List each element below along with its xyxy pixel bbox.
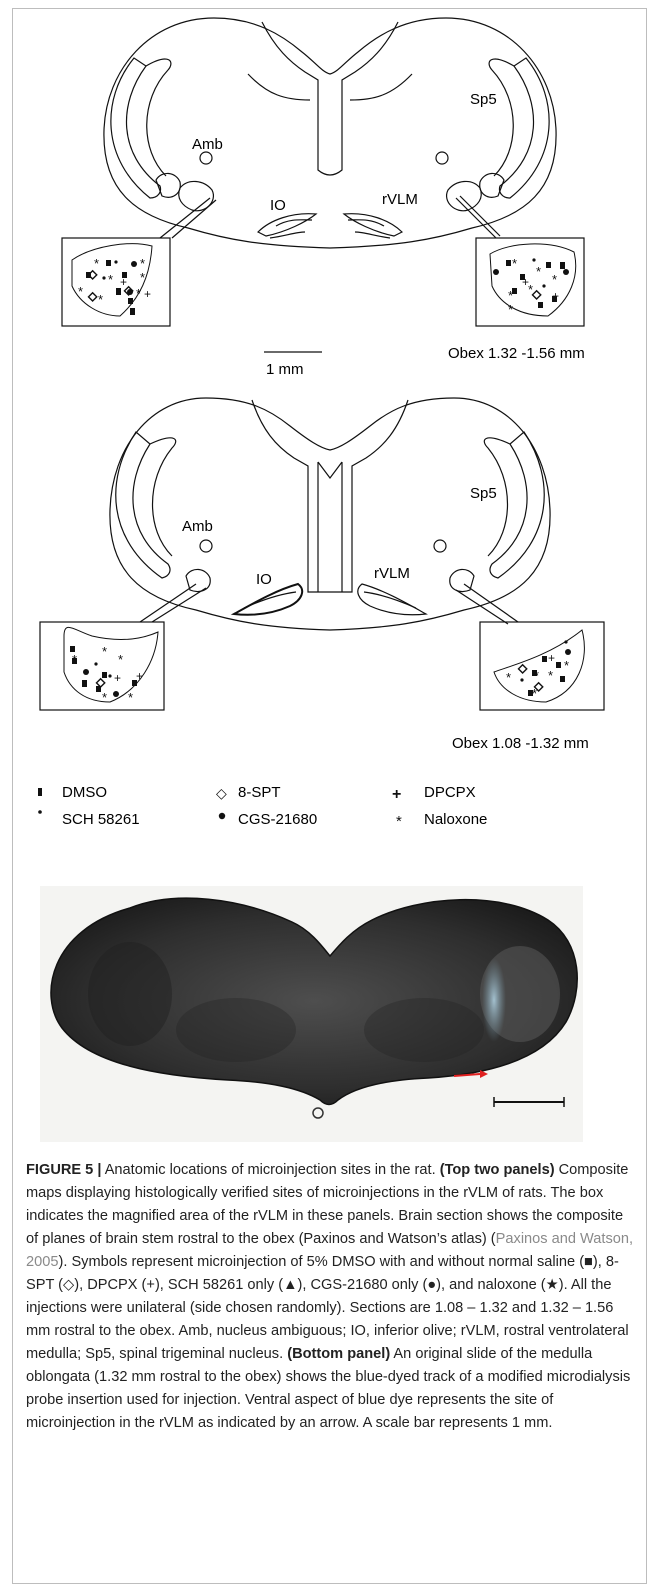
svg-text:◇: ◇	[532, 287, 542, 301]
middle-label-amb: Amb	[182, 518, 213, 535]
legend-label-sch: SCH 58261	[62, 811, 140, 828]
top-brain-section	[104, 18, 556, 248]
legend-symbol-sch	[38, 810, 42, 814]
svg-text:*: *	[536, 264, 541, 279]
svg-text:*: *	[140, 256, 145, 271]
legend-symbol-dpcpx: +	[392, 786, 401, 803]
svg-text:*: *	[136, 286, 141, 301]
svg-text:*: *	[98, 292, 103, 307]
svg-text:*: *	[72, 652, 77, 667]
svg-text:+: +	[114, 671, 121, 685]
top-label-io: IO	[270, 197, 286, 214]
middle-label-sp5: Sp5	[470, 485, 497, 502]
svg-text:*: *	[78, 284, 83, 299]
svg-text:*: *	[102, 644, 107, 659]
micrograph-panel	[40, 886, 583, 1142]
legend-symbol-8spt: ◇	[216, 785, 227, 801]
middle-label-rvlm: rVLM	[374, 565, 410, 582]
middle-sp5-left	[116, 432, 170, 578]
middle-io-right	[358, 584, 426, 615]
svg-text:◇: ◇	[88, 289, 98, 303]
top-label-rvlm: rVLM	[382, 191, 418, 208]
svg-text:◇: ◇	[88, 267, 98, 281]
blue-dye-track	[482, 958, 506, 1042]
svg-text:◇: ◇	[518, 661, 528, 675]
svg-text:*: *	[508, 302, 513, 317]
middle-amb-right	[434, 540, 446, 552]
svg-text:*: *	[564, 658, 569, 673]
legend: DMSO ◇ 8-SPT + DPCPX SCH 58261 CGS-21680…	[38, 784, 487, 830]
top-right-magnified-box: ****** ++ ◇	[476, 238, 584, 326]
caption-bottom-head: (Bottom panel)	[287, 1346, 390, 1362]
svg-text:*: *	[548, 668, 553, 683]
caption-top-head: (Top two panels)	[440, 1162, 555, 1178]
top-left-magnified-box: ******* ++ ◇ ◇ ◇	[62, 238, 170, 326]
figure-panels: Sp5 Amb IO rVLM ******* ++ ◇ ◇ ◇ ****** …	[0, 0, 657, 1150]
legend-symbol-cgs	[219, 813, 225, 819]
svg-text:*: *	[552, 272, 557, 287]
svg-text:*: *	[512, 256, 517, 271]
top-label-sp5: Sp5	[470, 91, 497, 108]
legend-symbol-dmso	[38, 788, 42, 796]
figure-caption: FIGURE 5 | Anatomic locations of microin…	[26, 1159, 636, 1435]
svg-text:*: *	[128, 690, 133, 705]
top-fourth-ventricle	[262, 22, 398, 175]
svg-text:*: *	[118, 652, 123, 667]
svg-text:◇: ◇	[96, 675, 106, 689]
middle-fourth-ventricle	[252, 400, 408, 592]
svg-text:+: +	[552, 289, 559, 303]
svg-text:+: +	[548, 651, 555, 665]
svg-text:◇: ◇	[124, 283, 134, 297]
middle-io-left	[234, 584, 302, 615]
svg-text:*: *	[140, 270, 145, 285]
caption-intro: Anatomic locations of microinjection sit…	[101, 1162, 439, 1178]
svg-text:*: *	[102, 690, 107, 705]
legend-label-8spt: 8-SPT	[238, 784, 281, 801]
legend-label-dpcpx: DPCPX	[424, 784, 476, 801]
top-label-amb: Amb	[192, 136, 223, 153]
top-amb-left	[200, 152, 212, 164]
top-amb-right	[436, 152, 448, 164]
middle-label-io: IO	[256, 571, 272, 588]
middle-amb-left	[200, 540, 212, 552]
top-obex-label: Obex 1.32 -1.56 mm	[448, 345, 585, 362]
legend-label-naloxone: Naloxone	[424, 811, 487, 828]
middle-obex-label: Obex 1.08 -1.32 mm	[452, 735, 589, 752]
legend-label-cgs: CGS-21680	[238, 811, 317, 828]
top-section-outline	[104, 18, 556, 248]
caption-label: FIGURE 5 |	[26, 1162, 101, 1178]
top-scale-label: 1 mm	[266, 361, 304, 378]
svg-text:+: +	[522, 275, 529, 289]
legend-symbol-naloxone: *	[396, 813, 402, 830]
svg-text:◇: ◇	[534, 679, 544, 693]
svg-text:+: +	[136, 669, 143, 683]
svg-text:+: +	[144, 287, 151, 301]
middle-left-magnified-box: * * * * * + + ◇	[40, 622, 164, 710]
svg-text:*: *	[508, 288, 513, 303]
middle-right-magnified-box: ***** + ◇ ◇	[480, 622, 604, 710]
top-io-left	[258, 214, 316, 236]
svg-text:*: *	[108, 272, 113, 287]
middle-brain-section	[110, 398, 550, 630]
top-sp5-right	[499, 58, 549, 198]
middle-sp5-right	[490, 432, 544, 578]
legend-label-dmso: DMSO	[62, 784, 107, 801]
top-io-right	[344, 214, 402, 236]
top-sp5-left	[111, 58, 161, 198]
svg-text:*: *	[506, 670, 511, 685]
middle-section-outline	[110, 398, 550, 630]
